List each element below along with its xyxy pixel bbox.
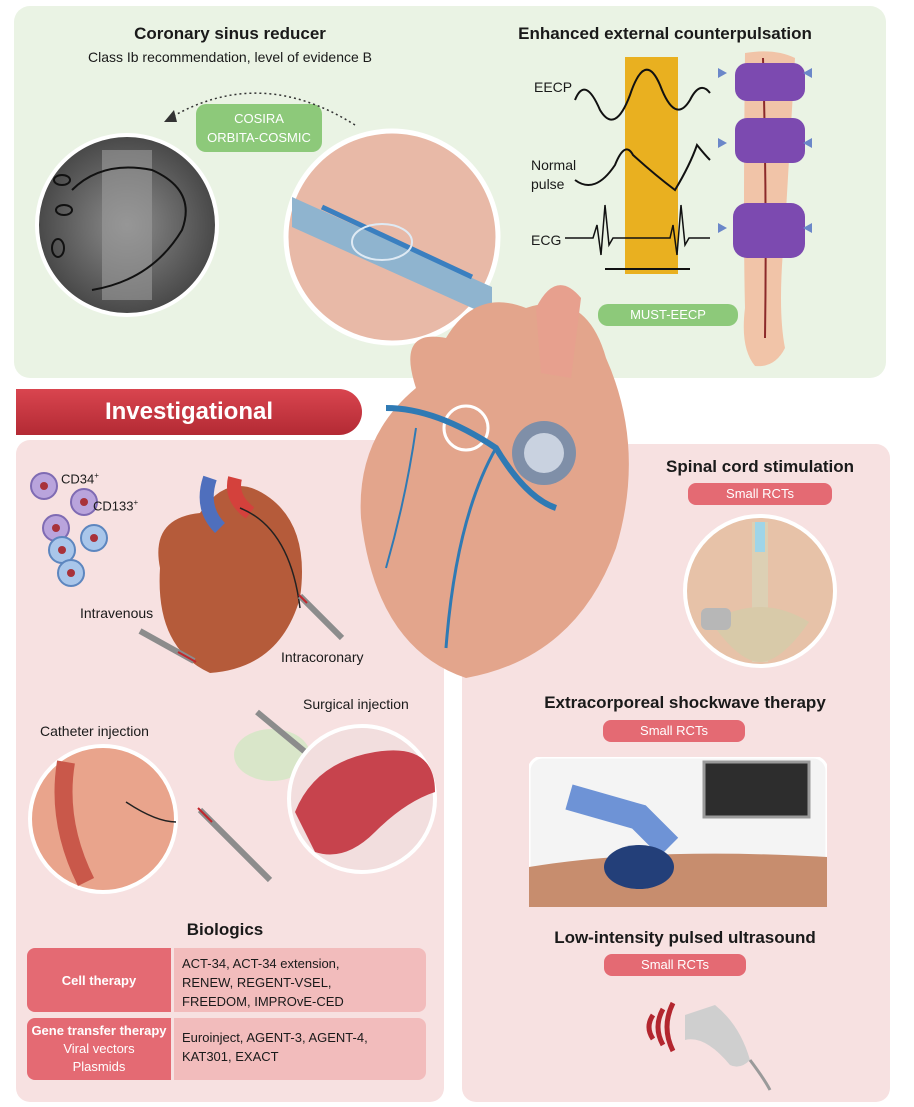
eswt-title: Extracorporeal shockwave therapy — [544, 693, 826, 712]
csr-trials-badge: COSIRA ORBITA-COSMIC — [196, 104, 322, 152]
wave-label-ecg: ECG — [531, 232, 562, 248]
eswt-badge: Small RCTs — [603, 720, 745, 742]
shockwave-therapy-image — [529, 757, 827, 907]
spinal-cord-stimulator-image — [683, 514, 837, 668]
gene-transfer-cell: Gene transfer therapy Viral vectors Plas… — [27, 1018, 171, 1080]
biologics-title: Biologics — [186, 920, 264, 939]
csr-title: Coronary sinus reducer — [134, 24, 326, 43]
syringe-icon — [197, 807, 273, 883]
lipus-badge: Small RCTs — [604, 954, 746, 976]
catheter-injection-image — [28, 744, 178, 894]
angiogram-image — [35, 133, 219, 317]
scs-title: Spinal cord stimulation — [666, 457, 854, 476]
reducer-device-image — [283, 128, 501, 346]
lipus-title: Low-intensity pulsed ultrasound — [554, 928, 816, 947]
wave-label-pulse: pulse — [531, 176, 565, 192]
csr-subtitle: Class Ib recommendation, level of eviden… — [87, 49, 373, 65]
dotted-arrow — [164, 92, 356, 126]
cell-therapy-cell: Cell therapy — [27, 948, 171, 1012]
heart-injection-image — [158, 475, 302, 673]
eecp-trial-badge: MUST-EECP — [598, 304, 738, 326]
scs-badge: Small RCTs — [688, 483, 832, 505]
syringe-icon — [297, 593, 345, 641]
eecp-waveforms — [565, 68, 711, 270]
wave-label-eecp: EECP — [534, 79, 573, 95]
leg-cuffs-image — [718, 51, 812, 367]
intracoronary-label: Intracoronary — [281, 649, 364, 665]
ultrasound-probe-image — [646, 1001, 772, 1091]
catheter-injection-label: Catheter injection — [40, 723, 149, 739]
cd34-label: CD34+ — [61, 471, 99, 487]
gene-transfer-trials: Euroinject, AGENT-3, AGENT-4, KAT301, EX… — [174, 1018, 426, 1080]
surgical-injection-label: Surgical injection — [303, 696, 409, 712]
stem-cells-image — [30, 472, 108, 587]
surgical-injection-image — [287, 724, 437, 874]
intravenous-label: Intravenous — [80, 605, 154, 621]
heart-illustration — [360, 285, 629, 678]
cell-therapy-trials: ACT-34, ACT-34 extension, RENEW, REGENT-… — [174, 948, 426, 1012]
eecp-title: Enhanced external counterpulsation — [518, 24, 812, 43]
cd133-label: CD133+ — [93, 498, 139, 514]
investigational-banner: Investigational — [16, 389, 362, 435]
syringe-icon — [138, 628, 197, 664]
wave-label-normal: Normal — [531, 157, 577, 173]
